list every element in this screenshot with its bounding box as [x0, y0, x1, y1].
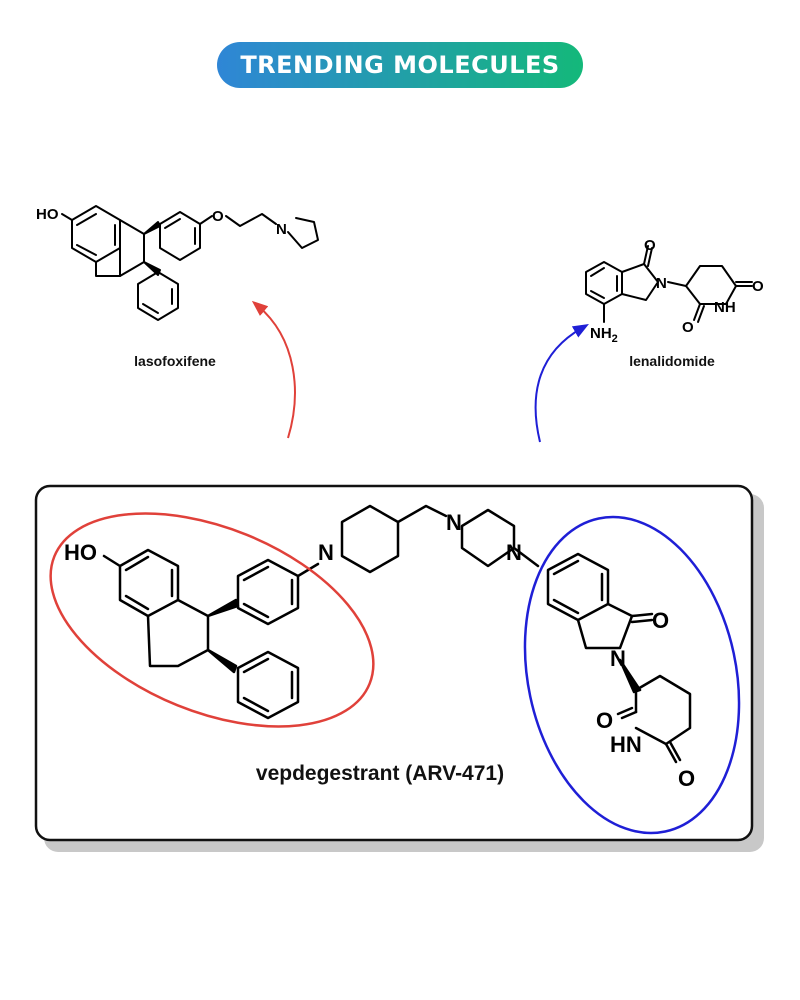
o-label-lena-1: O — [644, 237, 656, 254]
o-label-main-2: O — [596, 708, 613, 733]
vepdegestrant-label: vepdegestrant (ARV-471) — [256, 762, 504, 785]
red-highlight-ellipse — [49, 512, 375, 728]
nh2-label-lena: NH2 — [590, 325, 618, 345]
o-label-top: O — [212, 208, 224, 225]
o-label-lena-2: O — [752, 278, 764, 295]
o-label-lena-3: O — [682, 319, 694, 336]
title-banner: TRENDING MOLECULES — [217, 42, 583, 88]
ho-label-main: HO — [64, 540, 97, 565]
n-label-top: N — [276, 221, 287, 238]
blue-arrow — [534, 324, 589, 443]
ho-label-top: HO — [36, 206, 59, 223]
red-arrow — [251, 300, 296, 439]
main-box — [34, 484, 754, 842]
n-label-main-1: N — [318, 540, 334, 565]
lasofoxifene-label: lasofoxifene — [134, 353, 216, 369]
n-label-main-2: N — [446, 510, 462, 535]
lenalidomide-label: lenalidomide — [629, 353, 715, 369]
blue-highlight-ellipse — [523, 515, 741, 835]
n-label-lena: N — [656, 275, 667, 292]
n-label-main-4: N — [610, 646, 626, 671]
lenalidomide-structure — [585, 245, 753, 323]
title-text: TRENDING MOLECULES — [240, 51, 560, 79]
n-label-main-3: N — [506, 540, 522, 565]
hn-label-main: HN — [610, 732, 642, 757]
o-label-main-3: O — [678, 766, 695, 791]
vepdegestrant-structure — [102, 504, 692, 764]
nh-label-lena: NH — [714, 299, 736, 316]
o-label-main-1: O — [652, 608, 669, 633]
lasofoxifene-structure — [61, 205, 319, 321]
